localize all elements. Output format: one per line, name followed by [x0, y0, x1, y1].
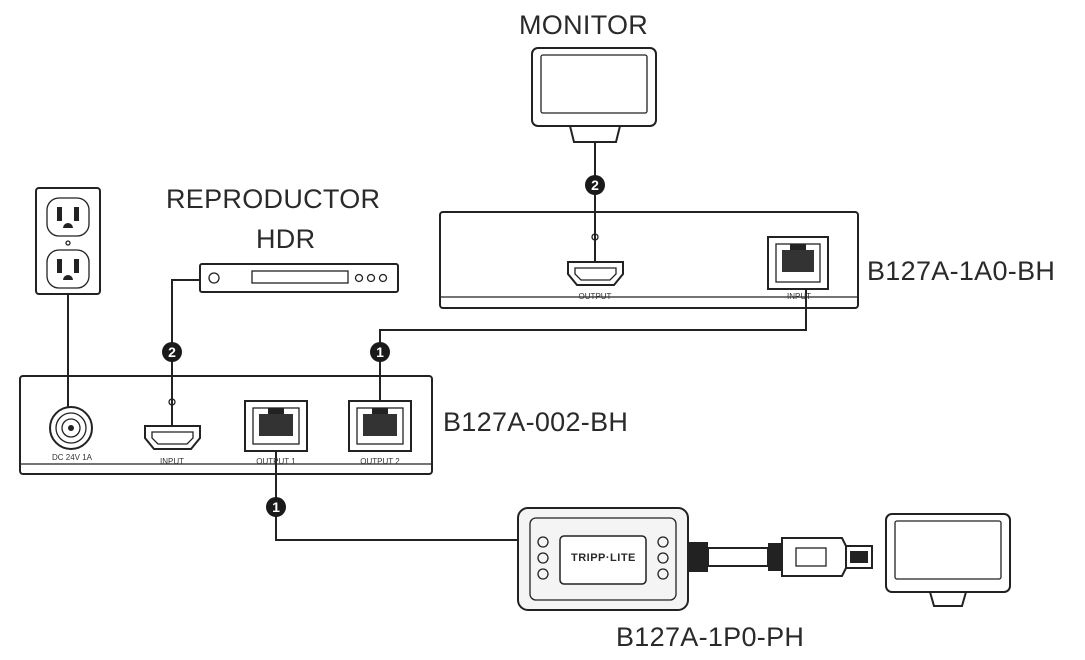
tx-output2-port-label: OUTPUT 2: [360, 457, 400, 466]
wall-outlet: [35, 187, 101, 295]
monitor-top: [531, 47, 657, 143]
rx-input-port-label: INPUT: [787, 292, 811, 301]
player-label-line2: HDR: [256, 224, 316, 254]
receiver-box: [439, 211, 859, 309]
tx-output1-port-label: OUTPUT 1: [256, 457, 296, 466]
power-port-label: DC 24V 1A: [51, 453, 93, 462]
rx-output-port-label: OUTPUT: [578, 292, 612, 301]
transmitter-model-label: B127A-002-BH: [443, 407, 629, 437]
badge-hdmi-monitor: 2: [585, 175, 605, 195]
badge-cat-receiver: 1: [370, 342, 390, 362]
badge-cat-dongle: 1: [266, 497, 286, 517]
badge-hdmi-player: 2: [162, 342, 182, 362]
hdr-player: [199, 263, 399, 293]
monitor-bottom: [885, 513, 1011, 607]
monitor-label: MONITOR: [519, 10, 649, 40]
receiver-model-label: B127A-1A0-BH: [867, 256, 1056, 286]
cables: [67, 142, 807, 541]
dongle-device: [517, 507, 873, 611]
dongle-logo: TRIPP·LITE: [571, 552, 636, 564]
dongle-model-label: B127A-1P0-PH: [616, 622, 805, 652]
tx-input-port-label: INPUT: [160, 457, 184, 466]
player-label-line1: REPRODUCTOR: [166, 184, 381, 214]
